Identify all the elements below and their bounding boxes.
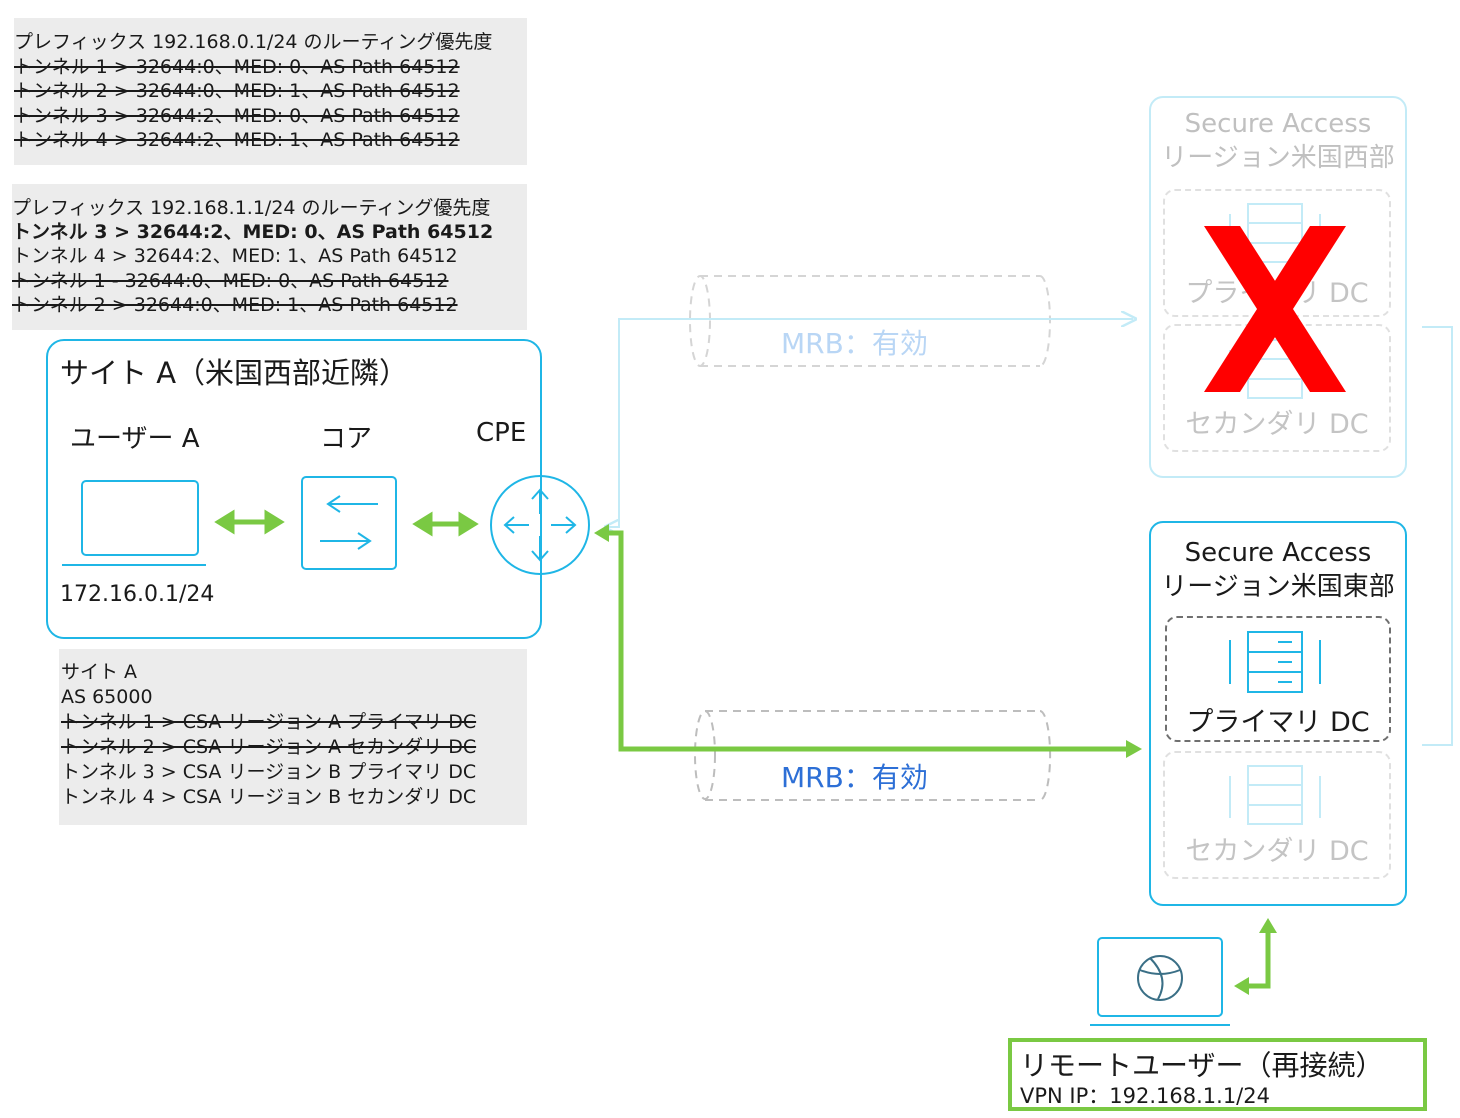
user-core-link: [214, 509, 285, 535]
region-west-secondary-label: セカンダリ DC: [1185, 409, 1369, 440]
region-west-title-1: Secure Access: [1184, 109, 1372, 139]
routing-row: トンネル 4 > 32644:2、MED: 1、AS Path 64512: [14, 129, 460, 151]
site-info-panel: サイト A AS 65000 トンネル 1 > CSA リージョン A プライマ…: [59, 649, 527, 825]
cpe-label: CPE: [476, 418, 527, 448]
remote-link-head-up: [1259, 918, 1277, 933]
region-east-secondary-label: セカンダリ DC: [1185, 836, 1369, 867]
core-label: コア: [320, 424, 373, 454]
region-west-title-2: リージョン米国西部: [1161, 143, 1395, 173]
region-interconnect: [1422, 326, 1453, 746]
tunnel-east-cylinder: [694, 710, 1052, 801]
routing-table-2-title: プレフィックス 192.168.1.1/24 のルーティング優先度: [12, 197, 491, 219]
remote-link-head-left: [1234, 977, 1249, 995]
router-icon: [490, 475, 590, 575]
core-cpe-link: [412, 511, 479, 537]
routing-row-preferred: トンネル 3 > 32644:2、MED: 0、AS Path 64512: [12, 221, 494, 243]
site-info-as: AS 65000: [61, 686, 153, 708]
tunnel-west-label: MRB：有効: [781, 327, 928, 360]
routing-row: トンネル 1 - 32644:0、MED: 0、AS Path 64512: [12, 270, 449, 292]
site-a-title: サイト A（米国西部近隣）: [60, 356, 409, 390]
region-east-title-1: Secure Access: [1184, 538, 1372, 568]
site-a-box: [46, 339, 542, 639]
remote-user-link: [1246, 932, 1271, 989]
globe-laptop-icon: [1090, 937, 1230, 1026]
server-icon: [1229, 765, 1321, 825]
laptop-icon: [62, 480, 206, 566]
remote-user-box: リモートユーザー（再接続） VPN IP：192.168.1.1/24: [1008, 1038, 1427, 1111]
user-a-label: ユーザー A: [70, 424, 200, 454]
region-east-box: Secure Access リージョン米国東部: [1149, 521, 1407, 906]
path-east-head-cpe: [594, 524, 609, 542]
switch-icon: [301, 476, 397, 570]
routing-row: トンネル 1 > 32644:0、MED: 0、AS Path 64512: [14, 56, 460, 78]
region-east-secondary-dc: セカンダリ DC: [1163, 751, 1391, 879]
site-info-name: サイト A: [61, 661, 138, 683]
routing-table-1-title: プレフィックス 192.168.0.1/24 のルーティング優先度: [14, 31, 493, 53]
region-east-primary-label: プライマリ DC: [1186, 707, 1370, 738]
globe-icon: [1137, 955, 1183, 1001]
tunnel-west-cylinder: [689, 275, 1051, 367]
user-ip-label: 172.16.0.1/24: [60, 582, 215, 607]
routing-row: トンネル 3 > 32644:2、MED: 0、AS Path 64512: [14, 105, 460, 127]
path-to-west-region: [608, 318, 1130, 527]
site-info-tunnel: トンネル 3 > CSA リージョン B プライマリ DC: [61, 761, 477, 783]
remote-user-title: リモートユーザー（再接続）: [1020, 1049, 1384, 1082]
routing-row: トンネル 2 > 32644:0、MED: 1、AS Path 64512: [14, 80, 460, 102]
tunnel-east-label: MRB：有効: [781, 761, 928, 794]
routing-table-2: プレフィックス 192.168.1.1/24 のルーティング優先度 トンネル 3…: [12, 184, 527, 330]
site-info-tunnel: トンネル 1 > CSA リージョン A プライマリ DC: [61, 711, 477, 733]
remote-user-vpn-ip: VPN IP：192.168.1.1/24: [1020, 1084, 1270, 1108]
site-info-tunnel: トンネル 2 > CSA リージョン A セカンダリ DC: [61, 736, 477, 758]
routing-row: トンネル 2 > 32644:0、MED: 1、AS Path 64512: [12, 294, 458, 316]
routing-row: トンネル 4 > 32644:2、MED: 1、AS Path 64512: [12, 245, 458, 267]
region-east-title-2: リージョン米国東部: [1161, 572, 1395, 602]
path-east-head-region: [1126, 740, 1142, 758]
region-east-primary-dc: プライマリ DC: [1165, 616, 1391, 742]
site-info-tunnel: トンネル 4 > CSA リージョン B セカンダリ DC: [61, 786, 477, 808]
failure-x-icon: [1204, 226, 1346, 392]
region-west-secondary-dc: セカンダリ DC: [1163, 324, 1391, 452]
path-to-east-region: [606, 530, 1128, 752]
server-icon: [1229, 631, 1321, 693]
routing-table-1: プレフィックス 192.168.0.1/24 のルーティング優先度 トンネル 1…: [14, 18, 527, 165]
